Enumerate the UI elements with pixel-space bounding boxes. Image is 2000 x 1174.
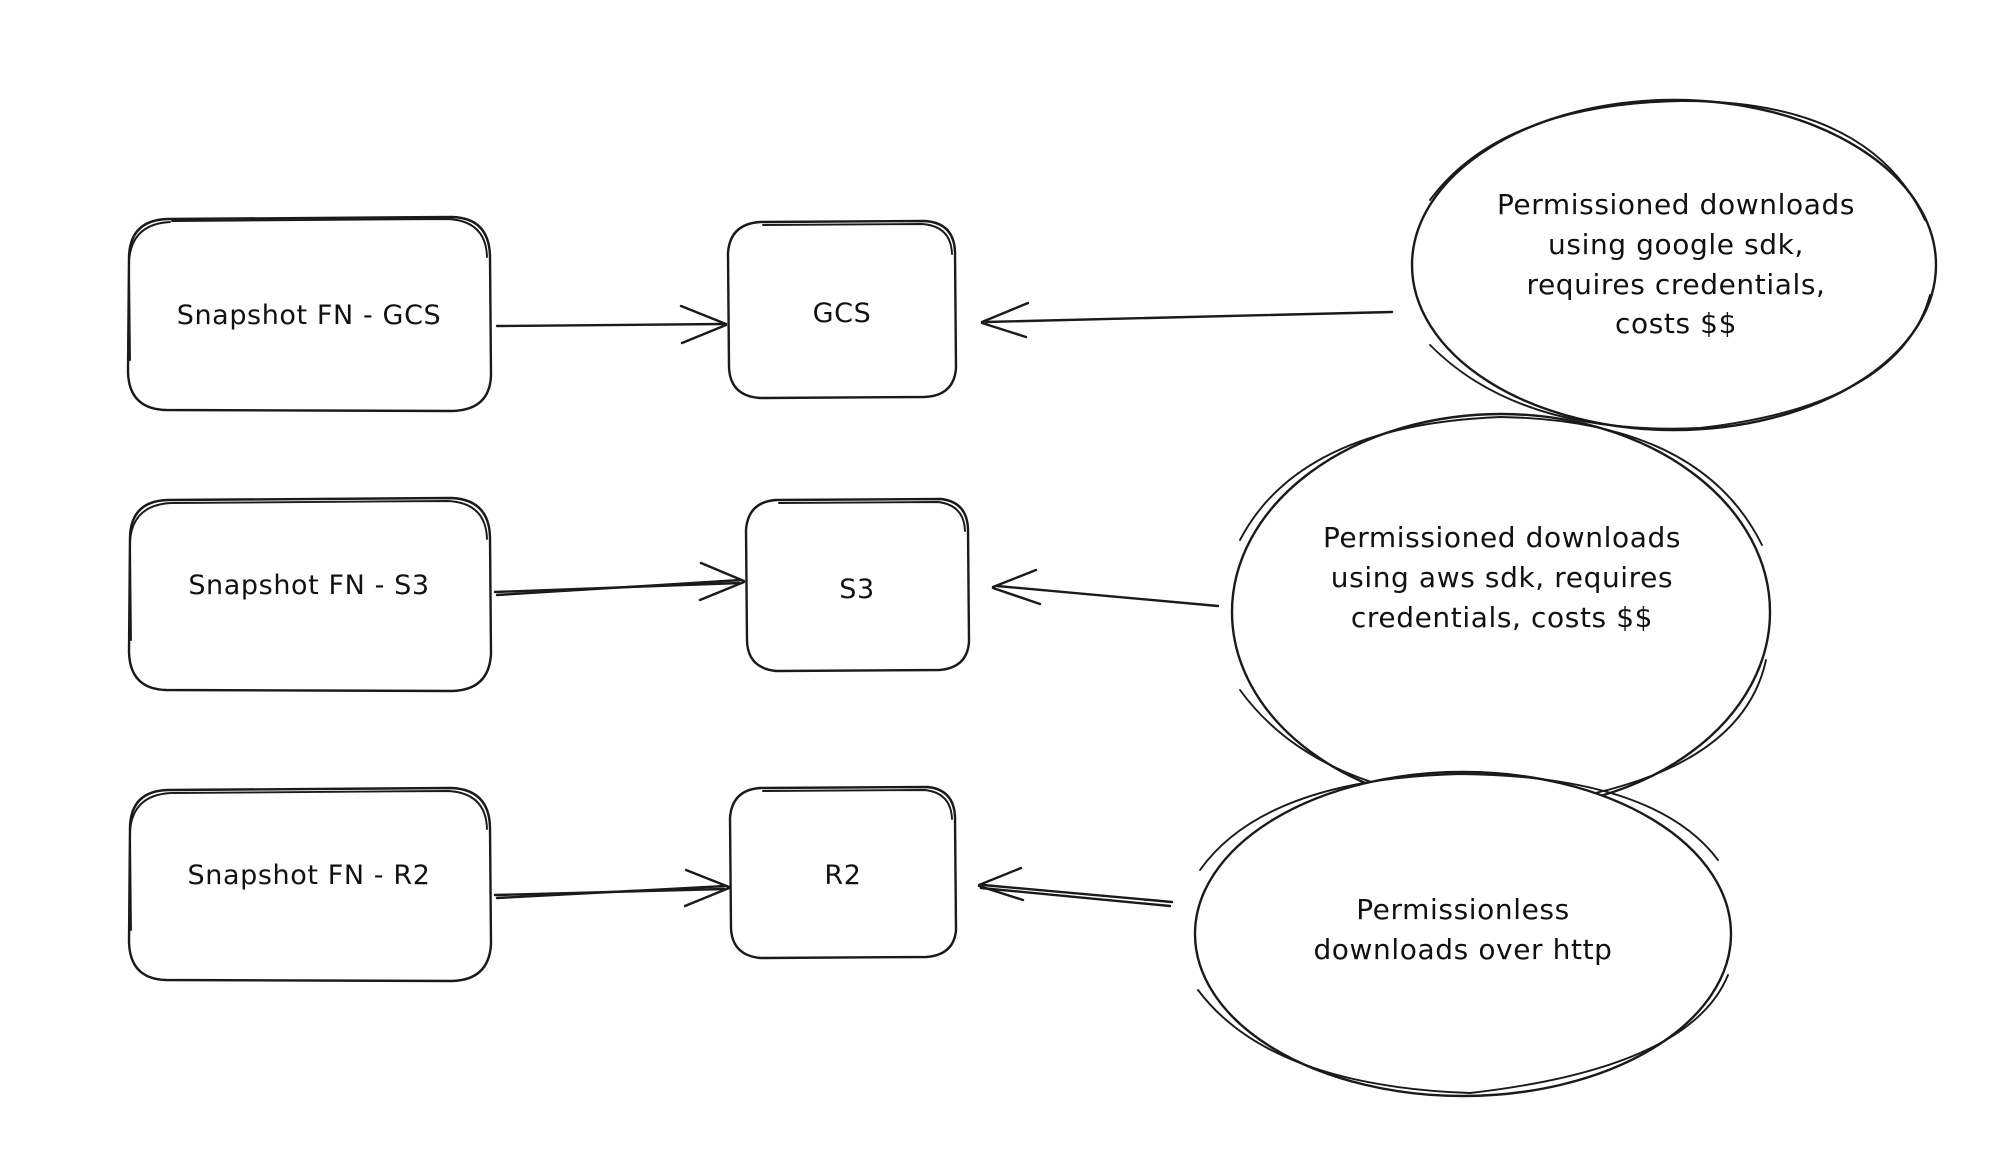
arrow-note-gcs-to-gcs xyxy=(980,301,1394,339)
arrow-note-s3-to-s3 xyxy=(991,568,1220,608)
node-gcs[interactable] xyxy=(726,219,958,400)
node-snapshot-fn-gcs[interactable] xyxy=(126,215,493,413)
arrow-fn-gcs-to-gcs xyxy=(495,304,728,345)
note-bubble-gcs[interactable] xyxy=(1410,98,1938,432)
arrow-note-r2-to-r2 xyxy=(977,866,1174,908)
note-bubble-s3[interactable] xyxy=(1230,412,1772,812)
node-snapshot-fn-s3[interactable] xyxy=(127,496,493,693)
arrow-fn-s3-to-s3 xyxy=(493,561,746,602)
node-s3[interactable] xyxy=(744,497,971,673)
note-bubble-r2[interactable] xyxy=(1193,770,1733,1098)
node-r2[interactable] xyxy=(728,785,958,960)
arrow-fn-r2-to-r2 xyxy=(493,868,731,908)
node-snapshot-fn-r2[interactable] xyxy=(127,786,493,983)
